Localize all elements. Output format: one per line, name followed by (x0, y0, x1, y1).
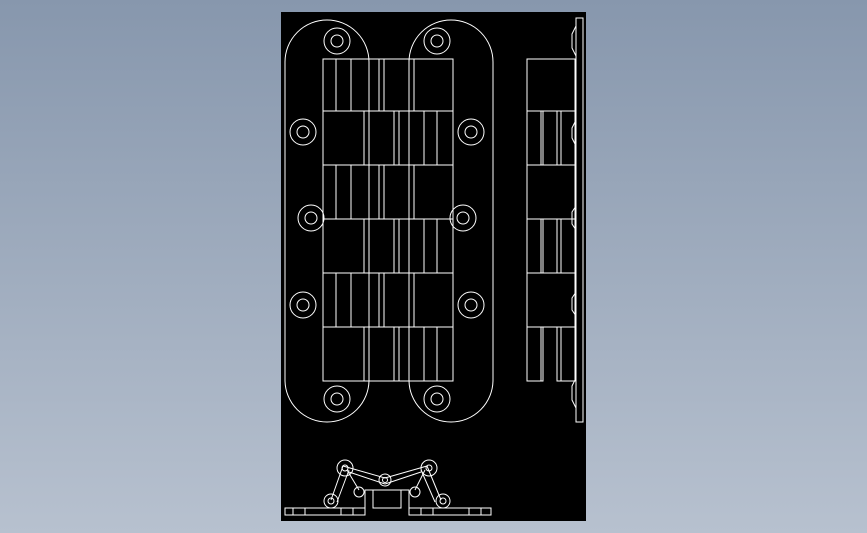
bottom-plate-details (292, 508, 482, 515)
bottom-center-body (364, 489, 410, 515)
cad-drawing (284, 17, 584, 516)
hinge-leaf-right (408, 19, 494, 423)
knuckle-block (322, 58, 454, 382)
drawing-sheet (281, 12, 586, 521)
front-view (284, 19, 494, 423)
side-knuckle-top (526, 58, 576, 112)
knuckle-row-lines-b (363, 111, 438, 381)
hinge-leaf-left (284, 19, 370, 423)
side-countersinks (571, 25, 577, 409)
knuckle-separators (323, 110, 453, 328)
screw-holes-left (289, 27, 351, 413)
knuckle-row-lines-a (335, 59, 415, 327)
side-leaf-strip (575, 17, 584, 423)
bottom-view (284, 459, 492, 516)
bottom-pivots (323, 459, 451, 509)
bottom-center-slot (372, 489, 402, 509)
side-view (526, 17, 584, 423)
bottom-linkage-arms (330, 465, 442, 503)
screw-holes-right (423, 27, 485, 413)
side-knuckle-segments (526, 110, 576, 382)
